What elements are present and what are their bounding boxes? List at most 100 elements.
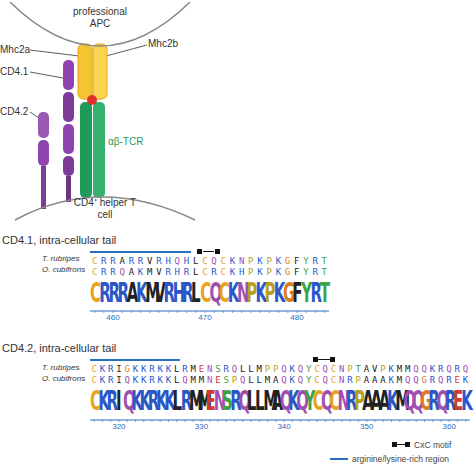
position-number: 320 xyxy=(104,422,134,431)
residue: Q xyxy=(321,388,329,415)
residue: H xyxy=(182,256,191,266)
residue: M xyxy=(197,375,205,385)
residue: Q xyxy=(412,364,420,374)
residue: G xyxy=(283,267,292,277)
mhc2a-chain xyxy=(78,44,92,99)
residue: P xyxy=(379,364,387,374)
residue: C xyxy=(313,388,321,415)
residue: Q xyxy=(239,375,247,385)
region-bar xyxy=(90,251,191,253)
species-name: T. rubripes xyxy=(42,364,80,373)
residue: E xyxy=(197,364,205,374)
cxc-mark xyxy=(330,357,335,362)
residue: Q xyxy=(321,375,329,385)
position-number: 460 xyxy=(98,313,128,322)
residue: R xyxy=(108,267,117,277)
residue: N xyxy=(338,375,346,385)
residue: S xyxy=(222,375,230,385)
residue: R xyxy=(182,267,191,277)
residue: V xyxy=(145,256,154,266)
axis-tick xyxy=(131,311,132,313)
residue: Q xyxy=(280,364,288,374)
axis-tick xyxy=(416,420,417,422)
axis-tick xyxy=(149,311,150,313)
axis-tick xyxy=(300,420,301,422)
cell-label: professional APC xyxy=(62,6,138,30)
residue: C xyxy=(313,364,321,374)
axis-tick xyxy=(205,311,206,313)
axis-tick xyxy=(287,311,288,313)
residue: R xyxy=(428,375,436,385)
axis-tick xyxy=(193,420,194,422)
position-number: 330 xyxy=(187,422,217,431)
axis-tick xyxy=(110,420,111,422)
residue: K xyxy=(387,375,395,385)
axis-tick xyxy=(432,420,433,422)
residue: Q xyxy=(173,256,182,266)
residue: Q xyxy=(123,388,131,415)
axis-tick xyxy=(151,420,152,422)
residue: C xyxy=(90,280,99,307)
axis-tick xyxy=(457,420,458,422)
residue: N xyxy=(214,388,222,415)
axis-tick xyxy=(350,420,351,422)
species-name: O. cubifrons xyxy=(42,375,85,384)
protein-label: Mhc2b xyxy=(148,38,178,49)
axis-tick xyxy=(226,420,227,422)
residue: Y xyxy=(301,256,310,266)
residue: L xyxy=(239,364,247,374)
axis-tick xyxy=(186,311,187,313)
residue: H xyxy=(173,280,182,307)
residue: K xyxy=(255,267,264,277)
cd4-1-molecule xyxy=(63,60,74,202)
residue: K xyxy=(428,364,436,374)
residue: K xyxy=(228,267,237,277)
residue: S xyxy=(222,388,230,415)
residue: R xyxy=(437,364,445,374)
residue: V xyxy=(371,364,379,374)
residue: E xyxy=(453,388,461,415)
axis-tick xyxy=(118,420,119,422)
residue: Q xyxy=(118,267,127,277)
residue: Y xyxy=(305,375,313,385)
residue: A xyxy=(362,375,370,385)
residue: K xyxy=(164,364,172,374)
axis-tick xyxy=(441,420,442,422)
residue: R xyxy=(230,388,238,415)
residue: L xyxy=(191,256,200,266)
residue: M xyxy=(145,267,154,277)
residue: P xyxy=(246,256,255,266)
residue: R xyxy=(154,256,163,266)
residue: P xyxy=(272,364,280,374)
axis-tick xyxy=(251,311,252,313)
residue: A xyxy=(362,388,370,415)
residue: N xyxy=(338,364,346,374)
cxc-mark xyxy=(313,357,318,362)
axis-tick xyxy=(424,420,425,422)
residue: C xyxy=(200,280,209,307)
residue: R xyxy=(99,280,108,307)
residue: A xyxy=(371,388,379,415)
residue: R xyxy=(209,267,218,277)
residue: I xyxy=(115,375,123,385)
residue: Q xyxy=(461,364,469,374)
residue: G xyxy=(123,364,131,374)
residue: P xyxy=(230,375,238,385)
axis-tick xyxy=(366,420,367,422)
axis-tick xyxy=(383,420,384,422)
cxc-mark xyxy=(203,251,214,252)
residue: A xyxy=(127,267,136,277)
residue: H xyxy=(164,256,173,266)
residue: K xyxy=(136,280,145,307)
legend-sample xyxy=(405,442,410,447)
residue: K xyxy=(98,364,106,374)
residue: N xyxy=(237,256,246,266)
residue: Q xyxy=(296,364,304,374)
residue: K xyxy=(288,388,296,415)
residue: P xyxy=(265,256,274,266)
residue: G xyxy=(283,256,292,266)
axis-tick xyxy=(284,420,285,422)
axis-tick xyxy=(177,311,178,313)
sequence-row: CRRQAKMVRHRLCRCKHPKPKGFYRT xyxy=(90,267,329,277)
residue: Q xyxy=(280,388,288,415)
